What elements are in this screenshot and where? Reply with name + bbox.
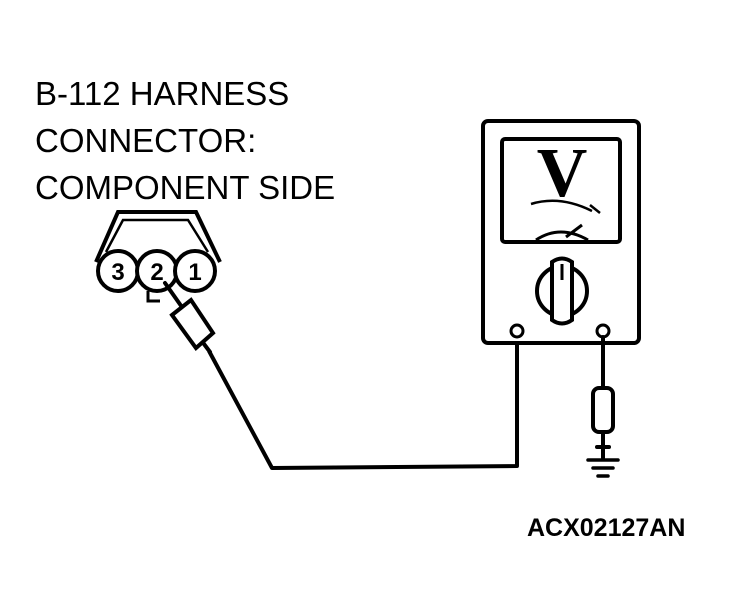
range-selector-knob (535, 256, 589, 326)
harness-connector-icon (94, 210, 222, 303)
connector-caption: B-112 HARNESS CONNECTOR: COMPONENT SIDE (35, 70, 335, 211)
ground-lead (591, 335, 615, 460)
caption-line-3: COMPONENT SIDE (35, 169, 336, 206)
connector-pin-row (96, 249, 217, 293)
ground-symbol-icon (586, 458, 620, 478)
test-probe-icon (163, 281, 216, 354)
voltmeter-icon (481, 119, 641, 345)
probe-lead-wire (207, 333, 519, 470)
figure-code: ACX02127AN (527, 514, 686, 542)
caption-line-1: B-112 HARNESS (35, 75, 290, 112)
voltmeter-unit-symbol: V (537, 135, 588, 212)
pin-label-3: 3 (111, 259, 124, 286)
caption-line-2: CONNECTOR: (35, 122, 257, 159)
pin-label-1: 1 (188, 259, 201, 286)
pin-label-2: 2 (150, 259, 163, 286)
positive-terminal (509, 323, 525, 339)
